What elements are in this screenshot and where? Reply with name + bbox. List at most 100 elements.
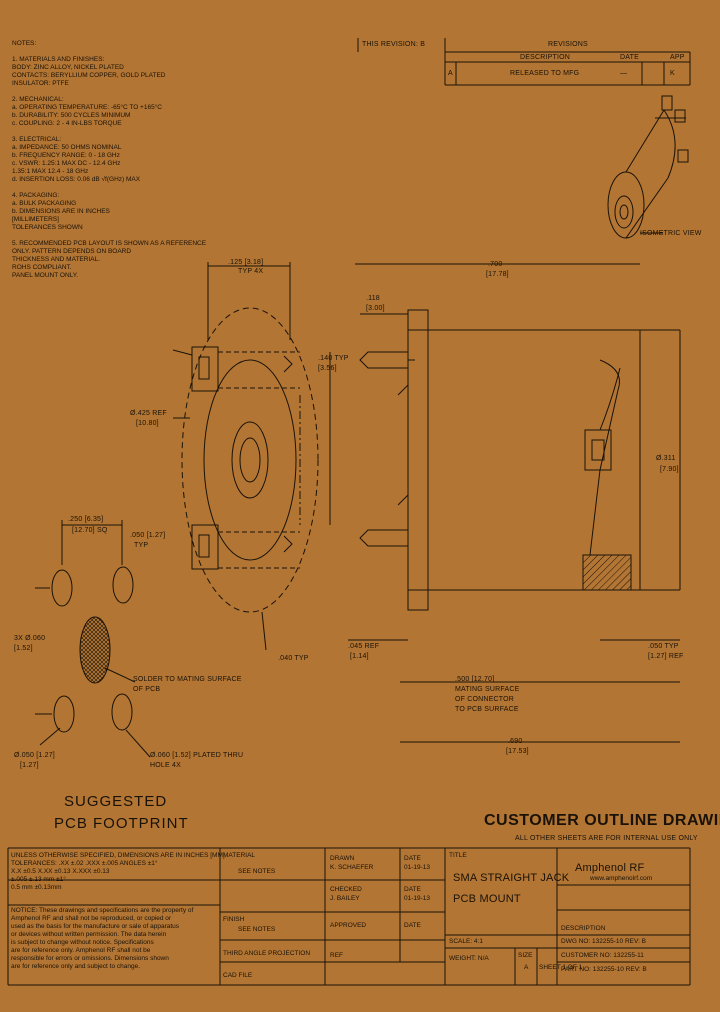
- dim-label: OF PCB: [133, 686, 161, 693]
- date-value-1: 01-19-13: [404, 864, 431, 871]
- dim-label: [1.27] REF: [648, 653, 684, 660]
- date-label: DATE: [404, 855, 421, 862]
- dim-label: TYP 4X: [238, 268, 264, 275]
- dim-label: [3.00]: [366, 305, 385, 312]
- tolerance-line: TOLERANCES: .XX ±.02 .XXX ±.005 ANGLES ±…: [11, 860, 158, 867]
- dim-label: .250 [6.35]: [68, 516, 104, 523]
- dim-label: .690: [508, 738, 523, 745]
- notice-line: used as the basis for the manufacture or…: [11, 923, 180, 930]
- note-line: d. INSERTION LOSS: 0.06 dB √f(GHz) MAX: [12, 176, 141, 183]
- dim-label: [3.56]: [318, 365, 337, 372]
- note-line: a. BULK PACKAGING: [12, 200, 77, 207]
- date-label-3: DATE: [404, 922, 421, 929]
- front-view: [172, 262, 331, 651]
- revisions-title: REVISIONS: [548, 41, 588, 48]
- dim-label: [17.78]: [486, 271, 509, 278]
- checked-value: J. BAILEY: [330, 895, 360, 902]
- dim-label: [1.14]: [350, 653, 369, 660]
- rev-app: K: [670, 70, 675, 77]
- note-line: CONTACTS: BERYLLIUM COPPER, GOLD PLATED: [12, 72, 166, 79]
- drawing-heading: CUSTOMER OUTLINE DRAWING: [484, 812, 720, 829]
- dim-label: HOLE 4X: [150, 762, 181, 769]
- notes-block: NOTES: 1. MATERIALS AND FINISHES: BODY: …: [12, 40, 212, 280]
- checked-label: CHECKED: [330, 886, 362, 893]
- note-line: ROHS COMPLIANT.: [12, 264, 72, 271]
- note-line: 4. PACKAGING:: [12, 192, 60, 199]
- note-line: TOLERANCES SHOWN: [12, 224, 83, 231]
- note-line: a. OPERATING TEMPERATURE: -65°C TO +165°…: [12, 104, 162, 111]
- drawn-value: K. SCHAEFER: [330, 864, 374, 871]
- note-line: a. IMPEDANCE: 50 OHMS NOMINAL: [12, 144, 122, 151]
- tolerance-line: UNLESS OTHERWISE SPECIFIED, DIMENSIONS A…: [11, 852, 225, 859]
- weight-value: WEIGHT: N/A: [449, 955, 489, 962]
- note-line: PANEL MOUNT ONLY.: [12, 272, 79, 279]
- date-label-2: DATE: [404, 886, 421, 893]
- finish-value: SEE NOTES: [238, 926, 276, 933]
- customer-number: CUSTOMER NO: 132255-11: [561, 952, 644, 959]
- note-line: b. FREQUENCY RANGE: 0 - 18 GHz: [12, 152, 120, 159]
- dwg-number: DWG NO: 132255-10 REV: B: [561, 938, 647, 945]
- notice-line: are for reference only. Amphenol RF shal…: [11, 947, 151, 954]
- sheet-value: SHEET 1 OF 1: [539, 964, 583, 971]
- dim-label: Ø.311: [656, 455, 676, 462]
- dim-label: [10.80]: [136, 420, 159, 427]
- notice-line: NOTICE: These drawings and specification…: [11, 907, 194, 914]
- scale-value: SCALE: 4:1: [449, 938, 483, 945]
- cad-file: CAD FILE: [223, 972, 253, 979]
- dim-label: Ø.425 REF: [130, 410, 167, 417]
- note-line: b. DURABILITY: 500 CYCLES MINIMUM: [12, 112, 131, 119]
- size-label: SIZE: [518, 952, 533, 959]
- title-line-1: SMA STRAIGHT JACK: [453, 872, 570, 884]
- dim-label: TO PCB SURFACE: [455, 706, 519, 713]
- note-line: 1. MATERIALS AND FINISHES:: [12, 56, 105, 63]
- dim-label: .050 TYP: [648, 643, 679, 650]
- dim-label: .500 [12.70]: [455, 676, 495, 683]
- dim-label: .050 [1.27]: [130, 532, 166, 539]
- dim-label: .140 TYP: [318, 355, 349, 362]
- isometric-label: ISOMETRIC VIEW: [640, 230, 702, 237]
- dim-label: .125 [3.18]: [228, 259, 264, 266]
- side-view: [329, 263, 681, 743]
- note-line: 3. ELECTRICAL:: [12, 136, 62, 143]
- rev-header-date: DATE: [620, 54, 639, 61]
- rev-header-description: DESCRIPTION: [520, 54, 571, 61]
- dim-label: [7.90]: [660, 466, 679, 473]
- dim-label: .045 REF: [348, 643, 380, 650]
- rev-header-app: APP: [670, 54, 685, 61]
- notice-line: or devices without written permission. T…: [11, 931, 167, 938]
- notice-line: are for reference only and subject to ch…: [11, 963, 140, 970]
- title-label: TITLE: [449, 852, 467, 859]
- note-line: INSULATOR: PTFE: [12, 80, 69, 87]
- note-line: BODY: ZINC ALLOY, NICKEL PLATED: [12, 64, 124, 71]
- notice-line: responsible for errors or omissions. Dim…: [11, 955, 169, 962]
- dim-label: [17.53]: [506, 748, 529, 755]
- revision-block-lines: [357, 38, 691, 86]
- note-line: b. DIMENSIONS ARE IN INCHES: [12, 208, 110, 215]
- rev-letter: A: [448, 70, 453, 77]
- dim-label: [12.70] SQ: [72, 527, 108, 534]
- dim-label: 3X Ø.060: [14, 635, 46, 642]
- company-logo: Amphenol RF: [575, 862, 645, 874]
- notice-line: Amphenol RF and shall not be reproduced,…: [11, 915, 172, 922]
- dim-label: [1.27]: [20, 762, 39, 769]
- description-label: DESCRIPTION: [561, 925, 606, 932]
- note-line: 1.35:1 MAX 12.4 - 18 GHz: [12, 168, 89, 175]
- note-line: THICKNESS AND MATERIAL.: [12, 256, 101, 263]
- title-block-lines: [7, 847, 691, 986]
- dim-label: .118: [366, 295, 380, 302]
- footprint-label-2: PCB FOOTPRINT: [54, 815, 189, 832]
- pcb-footprint: [35, 520, 151, 758]
- part-number: PART NO: 132255-10 REV: B: [561, 966, 647, 973]
- notice-line: is subject to change without notice. Spe…: [11, 939, 154, 946]
- finish-label: FINISH: [223, 916, 245, 923]
- dim-label: MATING SURFACE: [455, 686, 520, 693]
- dim-label: Ø.050 [1.27]: [14, 752, 55, 759]
- tolerance-line: X.X ±0.5 X.XX ±0.13 X.XXX ±0.13: [11, 868, 110, 875]
- ref-label: REF: [330, 952, 343, 959]
- notes-title: NOTES:: [12, 40, 37, 47]
- dim-label: SOLDER TO MATING SURFACE: [133, 676, 242, 683]
- company-website: www.amphenolrf.com: [590, 875, 653, 882]
- material-value: SEE NOTES: [238, 868, 276, 875]
- note-line: ONLY. PATTERN DEPENDS ON BOARD: [12, 248, 132, 255]
